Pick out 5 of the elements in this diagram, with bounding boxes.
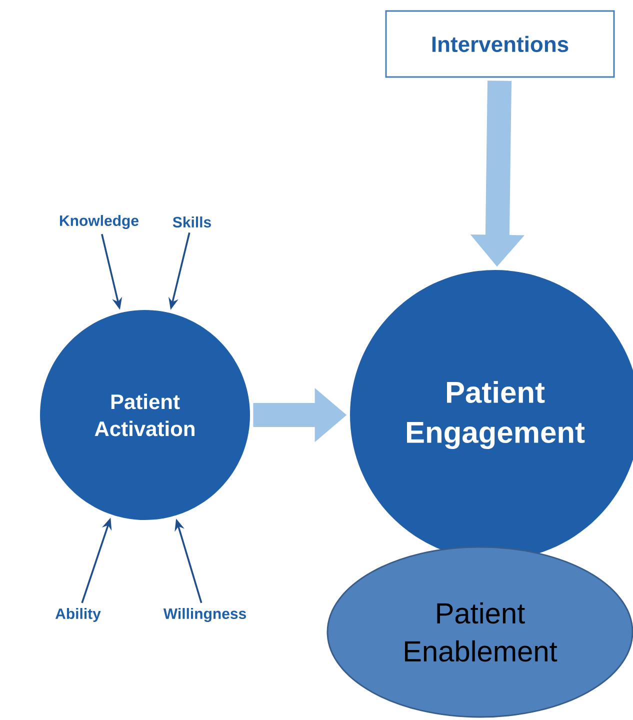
factor-label: Skills [172,216,211,228]
factor-label: Ability [55,608,101,622]
factor-label: Willingness [163,608,246,622]
factor-label: Knowledge [60,214,138,230]
process-box: Interventions [385,10,615,78]
